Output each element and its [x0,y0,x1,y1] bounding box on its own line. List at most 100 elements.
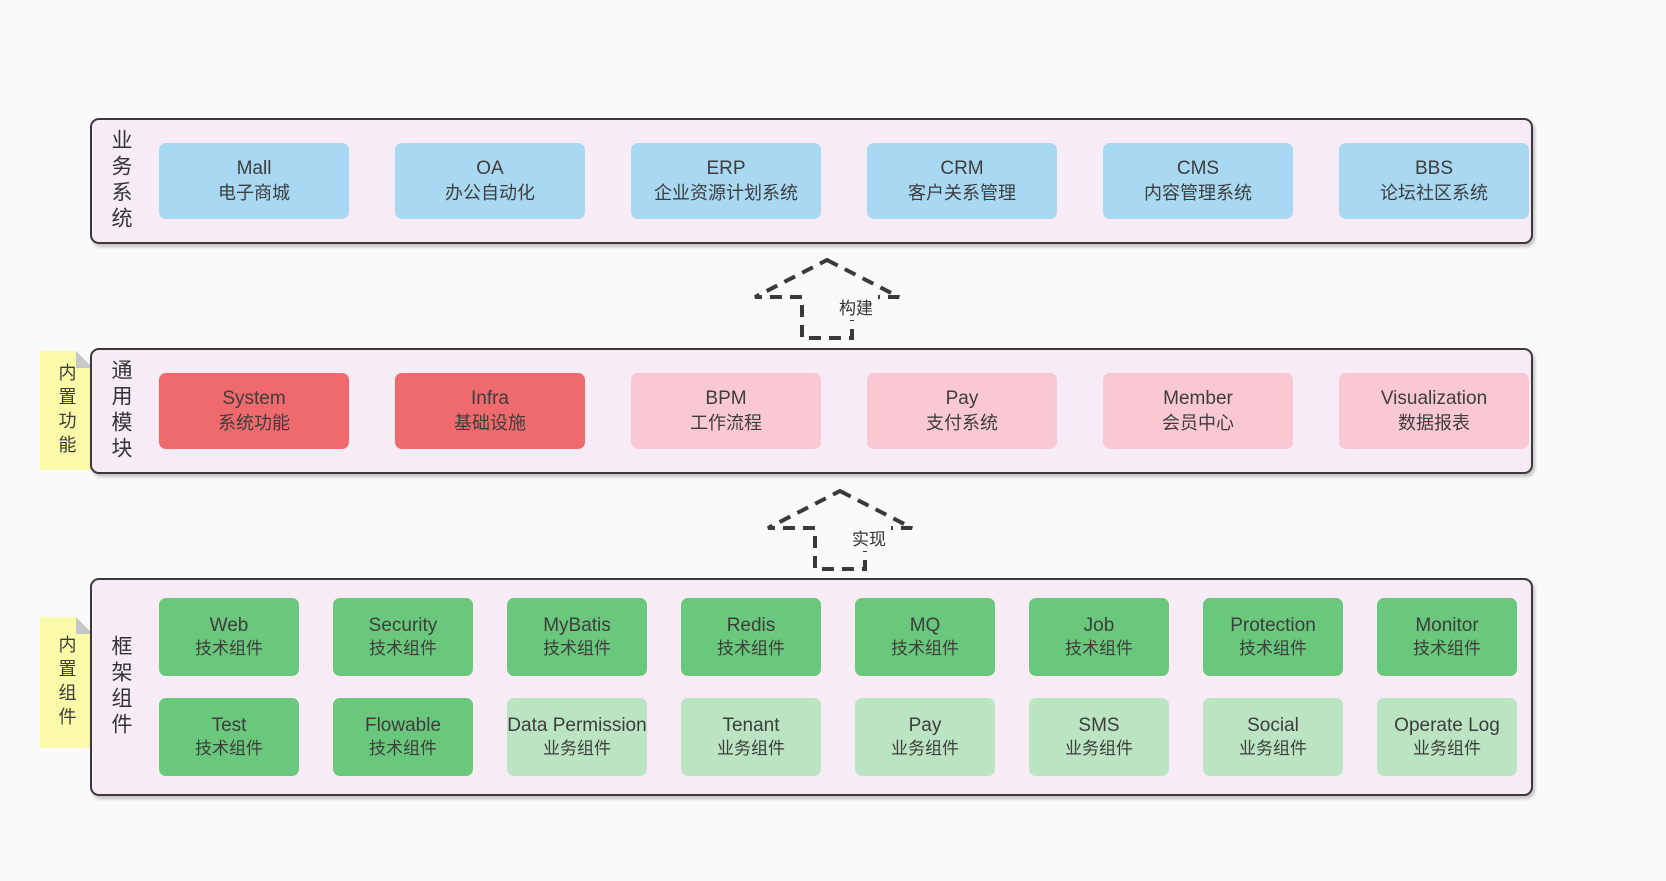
box-desc: 内容管理系统 [1144,182,1252,203]
box-social: Social 业务组件 [1203,698,1343,776]
box-sms: SMS 业务组件 [1029,698,1169,776]
box-redis: Redis 技术组件 [681,598,821,676]
box-desc: 业务组件 [717,738,785,758]
box-name: System [222,387,286,409]
box-security: Security 技术组件 [333,598,473,676]
box-protection: Protection 技术组件 [1203,598,1343,676]
box-job: Job 技术组件 [1029,598,1169,676]
box-desc: 技术组件 [717,638,785,658]
box-name: Tenant [722,715,780,737]
box-name: Test [211,715,247,737]
sticky-note-built-in-features: 内置功能 [40,351,93,470]
box-name: OA [476,157,504,179]
sticky-label: 内置组件 [56,634,77,731]
box-desc: 会员中心 [1162,412,1234,433]
box-name: Protection [1230,615,1316,637]
box-desc: 工作流程 [690,412,762,433]
box-row: Mall 电子商城 OA 办公自动化 ERP 企业资源计划系统 CRM 客户关系… [159,143,1529,219]
box-member: Member 会员中心 [1103,373,1293,449]
box-desc: 业务组件 [1413,738,1481,758]
box-desc: 支付系统 [926,412,998,433]
box-name: SMS [1078,715,1120,737]
band-title-vertical: 通用模块 [109,359,132,463]
box-web: Web 技术组件 [159,598,299,676]
sticky-note-built-in-components: 内置组件 [40,617,93,748]
box-desc: 业务组件 [543,738,611,758]
band-framework-components: 框架组件 Web 技术组件 Security 技术组件 MyBatis 技术组件… [90,578,1533,796]
box-row: System 系统功能 Infra 基础设施 BPM 工作流程 Pay 支付系统… [159,373,1529,449]
box-row: Web 技术组件 Security 技术组件 MyBatis 技术组件 Redi… [159,598,1517,676]
box-test: Test 技术组件 [159,698,299,776]
box-erp: ERP 企业资源计划系统 [631,143,821,219]
box-name: Operate Log [1394,715,1500,737]
box-name: ERP [706,157,746,179]
arrow-label: 构建 [834,293,878,320]
box-mq: MQ 技术组件 [855,598,995,676]
arrow-label: 实现 [847,524,891,551]
box-desc: 业务组件 [1065,738,1133,758]
box-pay: Pay 支付系统 [867,373,1057,449]
box-name: MyBatis [543,615,611,637]
box-name: Flowable [364,715,442,737]
box-name: CRM [940,157,984,179]
box-system: System 系统功能 [159,373,349,449]
box-name: Web [209,615,249,637]
box-name: Social [1247,715,1299,737]
band-common-modules: 通用模块 System 系统功能 Infra 基础设施 BPM 工作流程 Pay… [90,348,1533,474]
arrow-implement: 实现 [765,488,915,572]
band-business-systems: 业务系统 Mall 电子商城 OA 办公自动化 ERP 企业资源计划系统 CRM… [90,118,1533,244]
box-monitor: Monitor 技术组件 [1377,598,1517,676]
box-desc: 电子商城 [218,182,290,203]
box-name: Pay [945,387,979,409]
box-desc: 技术组件 [1413,638,1481,658]
box-row: Test 技术组件 Flowable 技术组件 Data Permission … [159,698,1517,776]
box-mall: Mall 电子商城 [159,143,349,219]
box-desc: 技术组件 [1239,638,1307,658]
box-desc: 业务组件 [891,738,959,758]
box-name: Monitor [1415,615,1479,637]
box-tenant: Tenant 业务组件 [681,698,821,776]
box-infra: Infra 基础设施 [395,373,585,449]
band-title-vertical: 业务系统 [109,129,132,233]
box-name: Member [1163,387,1233,409]
box-name: Security [368,615,438,637]
box-name: Pay [908,715,942,737]
box-desc: 基础设施 [454,412,526,433]
box-oa: OA 办公自动化 [395,143,585,219]
box-desc: 技术组件 [195,638,263,658]
box-visualization: Visualization 数据报表 [1339,373,1529,449]
box-name: BBS [1414,157,1454,179]
box-flowable: Flowable 技术组件 [333,698,473,776]
arrow-build: 构建 [752,257,902,341]
box-name: Redis [726,615,776,637]
box-name: Data Permission [507,715,647,737]
box-desc: 技术组件 [369,638,437,658]
box-name: Infra [470,387,510,409]
box-desc: 技术组件 [891,638,959,658]
sticky-label: 内置功能 [56,362,77,459]
dashed-up-arrow-icon [754,257,900,340]
box-name: Job [1083,615,1115,637]
box-name: MQ [909,615,941,637]
box-name: BPM [705,387,747,409]
box-desc: 论坛社区系统 [1380,182,1488,203]
box-desc: 数据报表 [1398,412,1470,433]
box-name: Visualization [1380,387,1488,409]
box-desc: 技术组件 [369,738,437,758]
box-desc: 技术组件 [195,738,263,758]
dashed-up-arrow-icon [767,488,913,571]
box-desc: 技术组件 [543,638,611,658]
box-desc: 办公自动化 [445,182,535,203]
box-bpm: BPM 工作流程 [631,373,821,449]
box-desc: 客户关系管理 [908,182,1016,203]
box-desc: 业务组件 [1239,738,1307,758]
box-desc: 系统功能 [218,412,290,433]
box-cms: CMS 内容管理系统 [1103,143,1293,219]
box-bbs: BBS 论坛社区系统 [1339,143,1529,219]
box-desc: 企业资源计划系统 [654,182,798,203]
box-rows: Web 技术组件 Security 技术组件 MyBatis 技术组件 Redi… [159,598,1517,776]
box-name: Mall [236,157,272,179]
box-pay-component: Pay 业务组件 [855,698,995,776]
box-name: CMS [1176,157,1220,179]
